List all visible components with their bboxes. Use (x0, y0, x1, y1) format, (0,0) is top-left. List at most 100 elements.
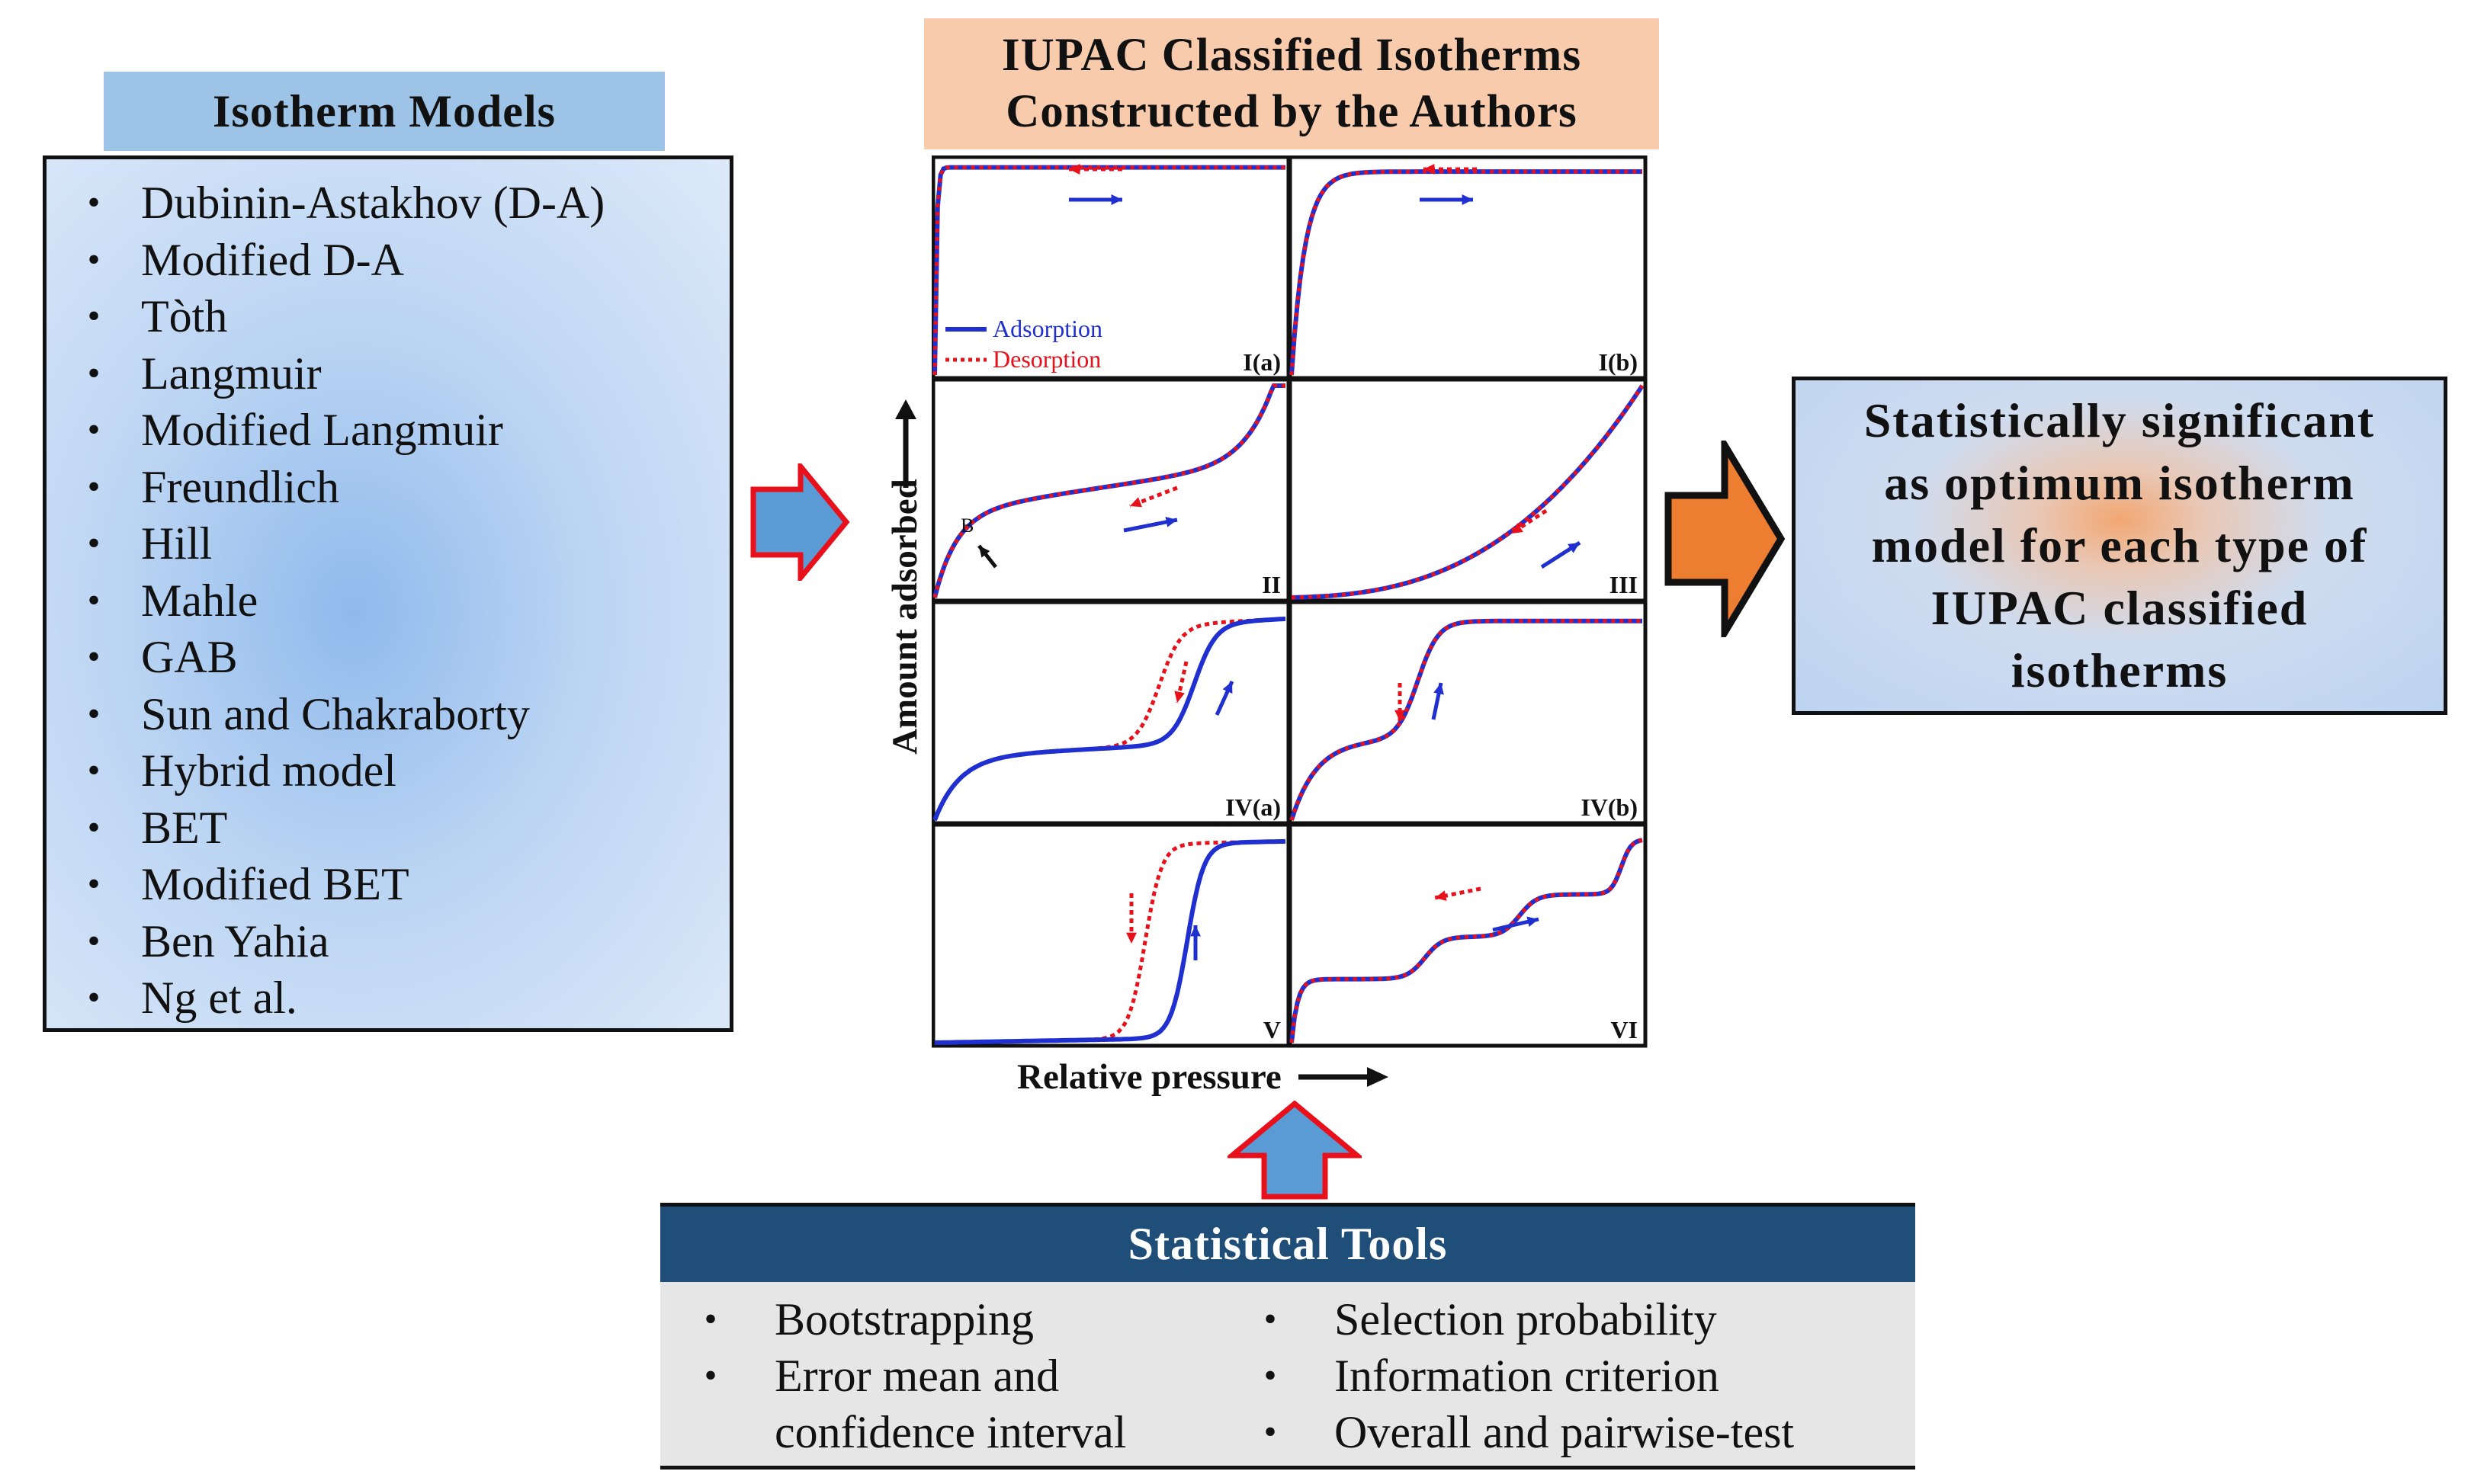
model-item: •Hybrid model (47, 742, 730, 800)
branch-arrow-icon (1423, 164, 1477, 175)
model-item-label: Mahle (141, 575, 258, 626)
panel-label: IV(b) (1581, 793, 1638, 821)
model-item-label: Langmuir (141, 348, 322, 399)
tool-item: •confidence interval (680, 1404, 1126, 1460)
branch-arrow-icon (1126, 893, 1137, 944)
tool-item-label: Overall and pairwise-test (1334, 1407, 1795, 1457)
iupac-title-line2: Constructed by the Authors (1006, 86, 1577, 137)
models-list: •Dubinin-Astakhov (D-A)•Modified D-A•Tòt… (47, 159, 730, 1027)
bullet-icon: • (87, 409, 101, 450)
model-item: • Ng et al. (47, 970, 730, 1027)
result-line: isotherms (2011, 643, 2229, 697)
tool-item-label: Information criterion (1334, 1351, 1719, 1401)
model-item-label: Tòth (141, 291, 228, 341)
bullet-icon: • (87, 693, 101, 734)
model-item-label: GAB (141, 632, 238, 682)
y-axis-label-text: Amount adsorbed (885, 479, 925, 755)
model-item: • GAB (47, 629, 730, 686)
result-box: Statistically significant as optimum isot… (1792, 377, 2447, 715)
model-item: • Ben Yahia (47, 913, 730, 970)
desorption-curve (1289, 838, 1643, 1043)
branch-arrow-icon (1431, 682, 1444, 720)
branch-arrow-icon (1174, 661, 1189, 704)
bullet-icon: • (87, 579, 101, 620)
bullet-icon: • (87, 182, 101, 223)
branch-arrow-icon (1540, 540, 1581, 569)
bullet-icon: • (87, 466, 101, 507)
model-item-label: Ben Yahia (141, 915, 329, 966)
isotherm-panel (932, 600, 1291, 825)
result-line: IUPAC classified (1930, 581, 2309, 635)
tool-item-label: confidence interval (775, 1407, 1127, 1457)
branch-arrow-icon (1123, 517, 1178, 533)
branch-arrow-icon (1420, 194, 1473, 205)
model-item-label: Freundlich (141, 461, 339, 512)
iupac-title: IUPAC Classified Isotherms Constructed b… (924, 18, 1659, 149)
result-line: as optimum isotherm (1884, 456, 2355, 510)
bullet-icon: • (87, 977, 101, 1018)
result-line: model for each type of (1871, 518, 2368, 572)
bullet-icon: • (704, 1355, 717, 1396)
bullet-icon: • (1263, 1412, 1277, 1452)
right-arrow-icon (750, 463, 850, 581)
model-item-label: Sun and Chakraborty (141, 688, 530, 739)
legend-desorption-label: Desorption (993, 345, 1101, 373)
model-item-label: Ng et al. (141, 973, 297, 1023)
bullet-icon: • (87, 864, 101, 904)
result-line: Statistically significant (1863, 393, 2376, 447)
panel-label: I(b) (1598, 348, 1638, 376)
tool-item-label: Error mean and (775, 1351, 1060, 1401)
tools-title: Statistical Tools (660, 1203, 1915, 1282)
right-arrow-icon (1298, 1067, 1388, 1087)
branch-arrow-icon (1190, 925, 1201, 960)
model-item: •Tòth (47, 288, 730, 345)
tools-box: •Bootstrapping•Error mean and•confidence… (660, 1282, 1915, 1470)
panel-label: III (1609, 571, 1638, 598)
bullet-icon: • (87, 636, 101, 677)
tool-item: •Information criterion (1240, 1348, 1794, 1404)
model-item: •Modified BET (47, 856, 730, 913)
panel-label: II (1262, 571, 1281, 598)
x-axis-label-text: Relative pressure (1017, 1057, 1282, 1097)
x-axis-label: Relative pressure (1017, 1056, 1390, 1098)
model-item: •Dubinin-Astakhov (D-A) (47, 175, 730, 232)
tools-right-list: • Selection probability•Information crite… (1240, 1291, 1795, 1460)
branch-arrow-icon (1434, 886, 1481, 901)
branch-arrow-icon (1069, 164, 1122, 175)
panel-label: V (1263, 1016, 1281, 1043)
model-item: •BET (47, 800, 730, 857)
panel-label: I(a) (1243, 348, 1281, 376)
isotherm-panel (1288, 600, 1648, 825)
tool-item: • Error mean and (680, 1348, 1126, 1404)
panel-label: IV(a) (1225, 793, 1281, 821)
branch-arrow-icon (1492, 916, 1539, 932)
branch-arrow-icon (977, 544, 997, 569)
legend-adsorption-label: Adsorption (993, 315, 1102, 342)
point-b-label: B (961, 514, 974, 537)
isotherm-panel (932, 155, 1291, 380)
model-item: • Mahle (47, 572, 730, 630)
iupac-title-line1: IUPAC Classified Isotherms (1001, 30, 1582, 81)
desorption-curve (932, 383, 1285, 598)
model-item-label: BET (141, 802, 228, 853)
model-item: •Modified D-A (47, 232, 730, 289)
panel-label: VI (1610, 1016, 1638, 1043)
tool-item: • Overall and pairwise-test (1240, 1404, 1795, 1460)
model-item-label: Hybrid model (141, 745, 396, 796)
model-item: •Langmuir (47, 345, 730, 402)
branch-arrow-icon (1394, 683, 1405, 721)
model-item-label: Modified D-A (141, 234, 404, 285)
models-list-box: •Dubinin-Astakhov (D-A)•Modified D-A•Tòt… (43, 155, 733, 1032)
tool-item: •Bootstrapping (680, 1291, 1126, 1348)
model-item: •Hill (47, 515, 730, 572)
branch-arrow-icon (1129, 486, 1178, 508)
tool-item-label: Selection probability (1334, 1294, 1717, 1345)
bullet-icon: • (87, 523, 101, 563)
bullet-icon: • (87, 920, 101, 961)
adsorption-curve (932, 616, 1286, 822)
branch-arrow-icon (1069, 194, 1122, 205)
y-axis-label: Amount adsorbed (885, 399, 925, 755)
desorption-curve (1289, 169, 1642, 376)
bullet-icon: • (704, 1299, 717, 1339)
